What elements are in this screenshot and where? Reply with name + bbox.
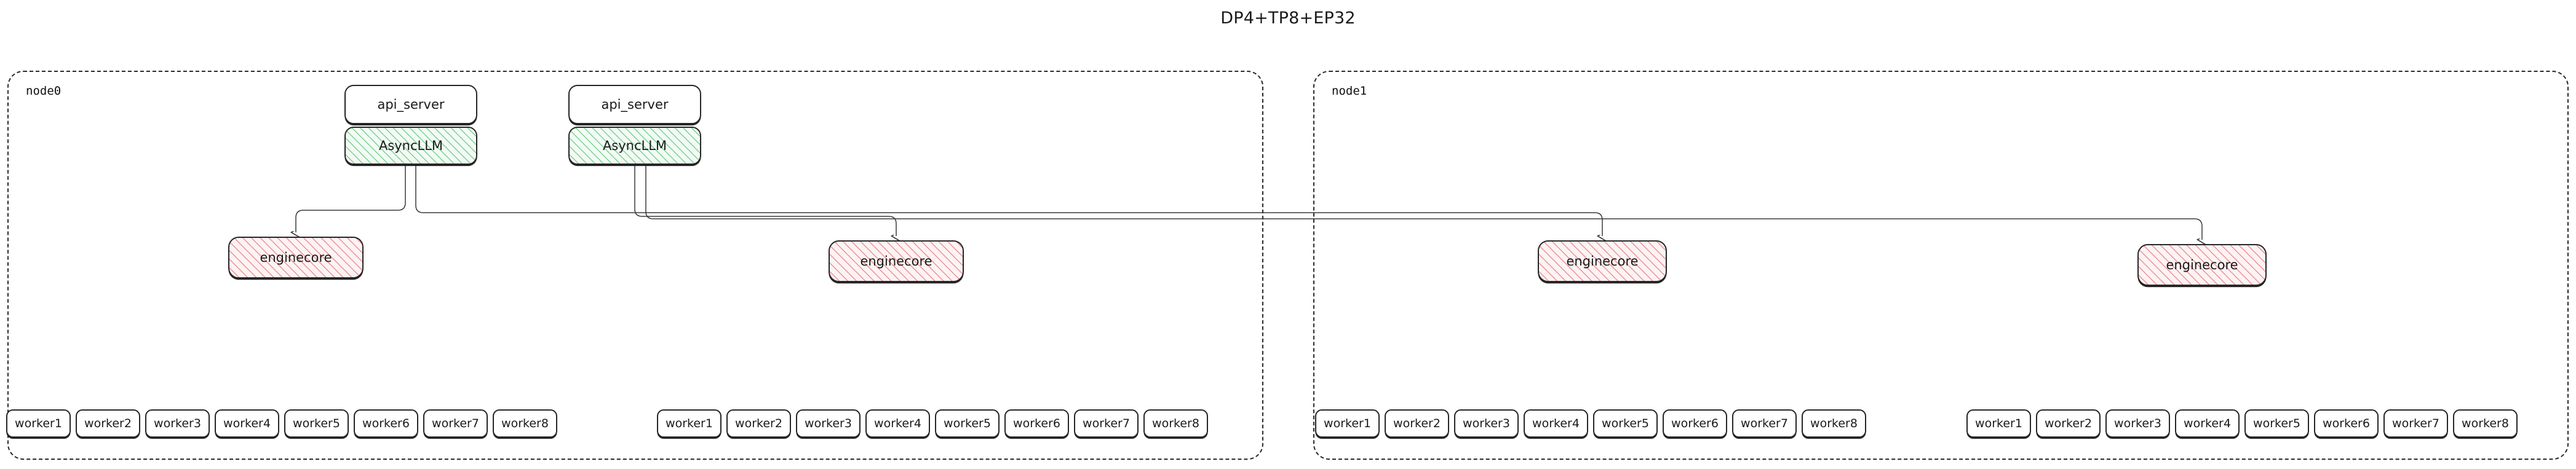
enginecore-box-node0-0[interactable]: enginecore bbox=[228, 237, 364, 278]
worker-box-node0-1-3[interactable]: worker3 bbox=[796, 409, 861, 438]
worker-box-node0-0-7[interactable]: worker7 bbox=[423, 409, 488, 438]
worker-box-node1-1-4[interactable]: worker4 bbox=[2175, 409, 2240, 438]
worker-box-node1-1-2[interactable]: worker2 bbox=[2036, 409, 2101, 438]
worker-box-node0-1-4[interactable]: worker4 bbox=[865, 409, 930, 438]
node-label-node1: node1 bbox=[1332, 84, 1367, 98]
api-server-box-node0-0[interactable]: api_server bbox=[344, 85, 477, 124]
asyncllm-box-node0-3[interactable]: AsyncLLM bbox=[568, 127, 701, 165]
worker-box-node0-0-6[interactable]: worker6 bbox=[354, 409, 418, 438]
worker-box-node1-1-3[interactable]: worker3 bbox=[2105, 409, 2170, 438]
worker-box-node0-1-5[interactable]: worker5 bbox=[935, 409, 1000, 438]
worker-box-node0-0-4[interactable]: worker4 bbox=[215, 409, 279, 438]
worker-box-node1-0-4[interactable]: worker4 bbox=[1524, 409, 1588, 438]
enginecore-box-node1-0[interactable]: enginecore bbox=[1538, 240, 1667, 282]
worker-box-node1-0-7[interactable]: worker7 bbox=[1732, 409, 1797, 438]
worker-box-node1-1-8[interactable]: worker8 bbox=[2453, 409, 2518, 438]
worker-box-node0-1-2[interactable]: worker2 bbox=[726, 409, 791, 438]
worker-box-node1-1-6[interactable]: worker6 bbox=[2314, 409, 2379, 438]
worker-box-node0-1-8[interactable]: worker8 bbox=[1143, 409, 1208, 438]
worker-box-node0-1-1[interactable]: worker1 bbox=[657, 409, 722, 438]
api-server-box-node0-1[interactable]: api_server bbox=[568, 85, 701, 124]
worker-box-node1-1-1[interactable]: worker1 bbox=[1966, 409, 2031, 438]
node-container-node1 bbox=[1313, 71, 2569, 460]
diagram-title: DP4+TP8+EP32 bbox=[1220, 9, 1356, 28]
worker-box-node1-1-5[interactable]: worker5 bbox=[2244, 409, 2309, 438]
worker-box-node1-0-1[interactable]: worker1 bbox=[1315, 409, 1380, 438]
asyncllm-box-node0-2[interactable]: AsyncLLM bbox=[344, 127, 477, 165]
enginecore-box-node1-1[interactable]: enginecore bbox=[2137, 244, 2267, 286]
worker-box-node1-0-3[interactable]: worker3 bbox=[1454, 409, 1519, 438]
worker-box-node1-0-6[interactable]: worker6 bbox=[1663, 409, 1727, 438]
worker-box-node0-1-6[interactable]: worker6 bbox=[1004, 409, 1069, 438]
worker-box-node0-0-3[interactable]: worker3 bbox=[145, 409, 210, 438]
worker-box-node1-0-5[interactable]: worker5 bbox=[1593, 409, 1658, 438]
worker-box-node0-1-7[interactable]: worker7 bbox=[1074, 409, 1139, 438]
node-container-node0 bbox=[7, 71, 1263, 460]
worker-box-node0-0-2[interactable]: worker2 bbox=[76, 409, 140, 438]
worker-box-node1-0-8[interactable]: worker8 bbox=[1802, 409, 1866, 438]
worker-box-node0-0-8[interactable]: worker8 bbox=[493, 409, 557, 438]
node-label-node0: node0 bbox=[26, 84, 62, 98]
enginecore-box-node0-1[interactable]: enginecore bbox=[829, 240, 964, 282]
worker-box-node1-1-7[interactable]: worker7 bbox=[2383, 409, 2448, 438]
worker-box-node1-0-2[interactable]: worker2 bbox=[1385, 409, 1449, 438]
worker-box-node0-0-5[interactable]: worker5 bbox=[284, 409, 349, 438]
worker-box-node0-0-1[interactable]: worker1 bbox=[6, 409, 71, 438]
